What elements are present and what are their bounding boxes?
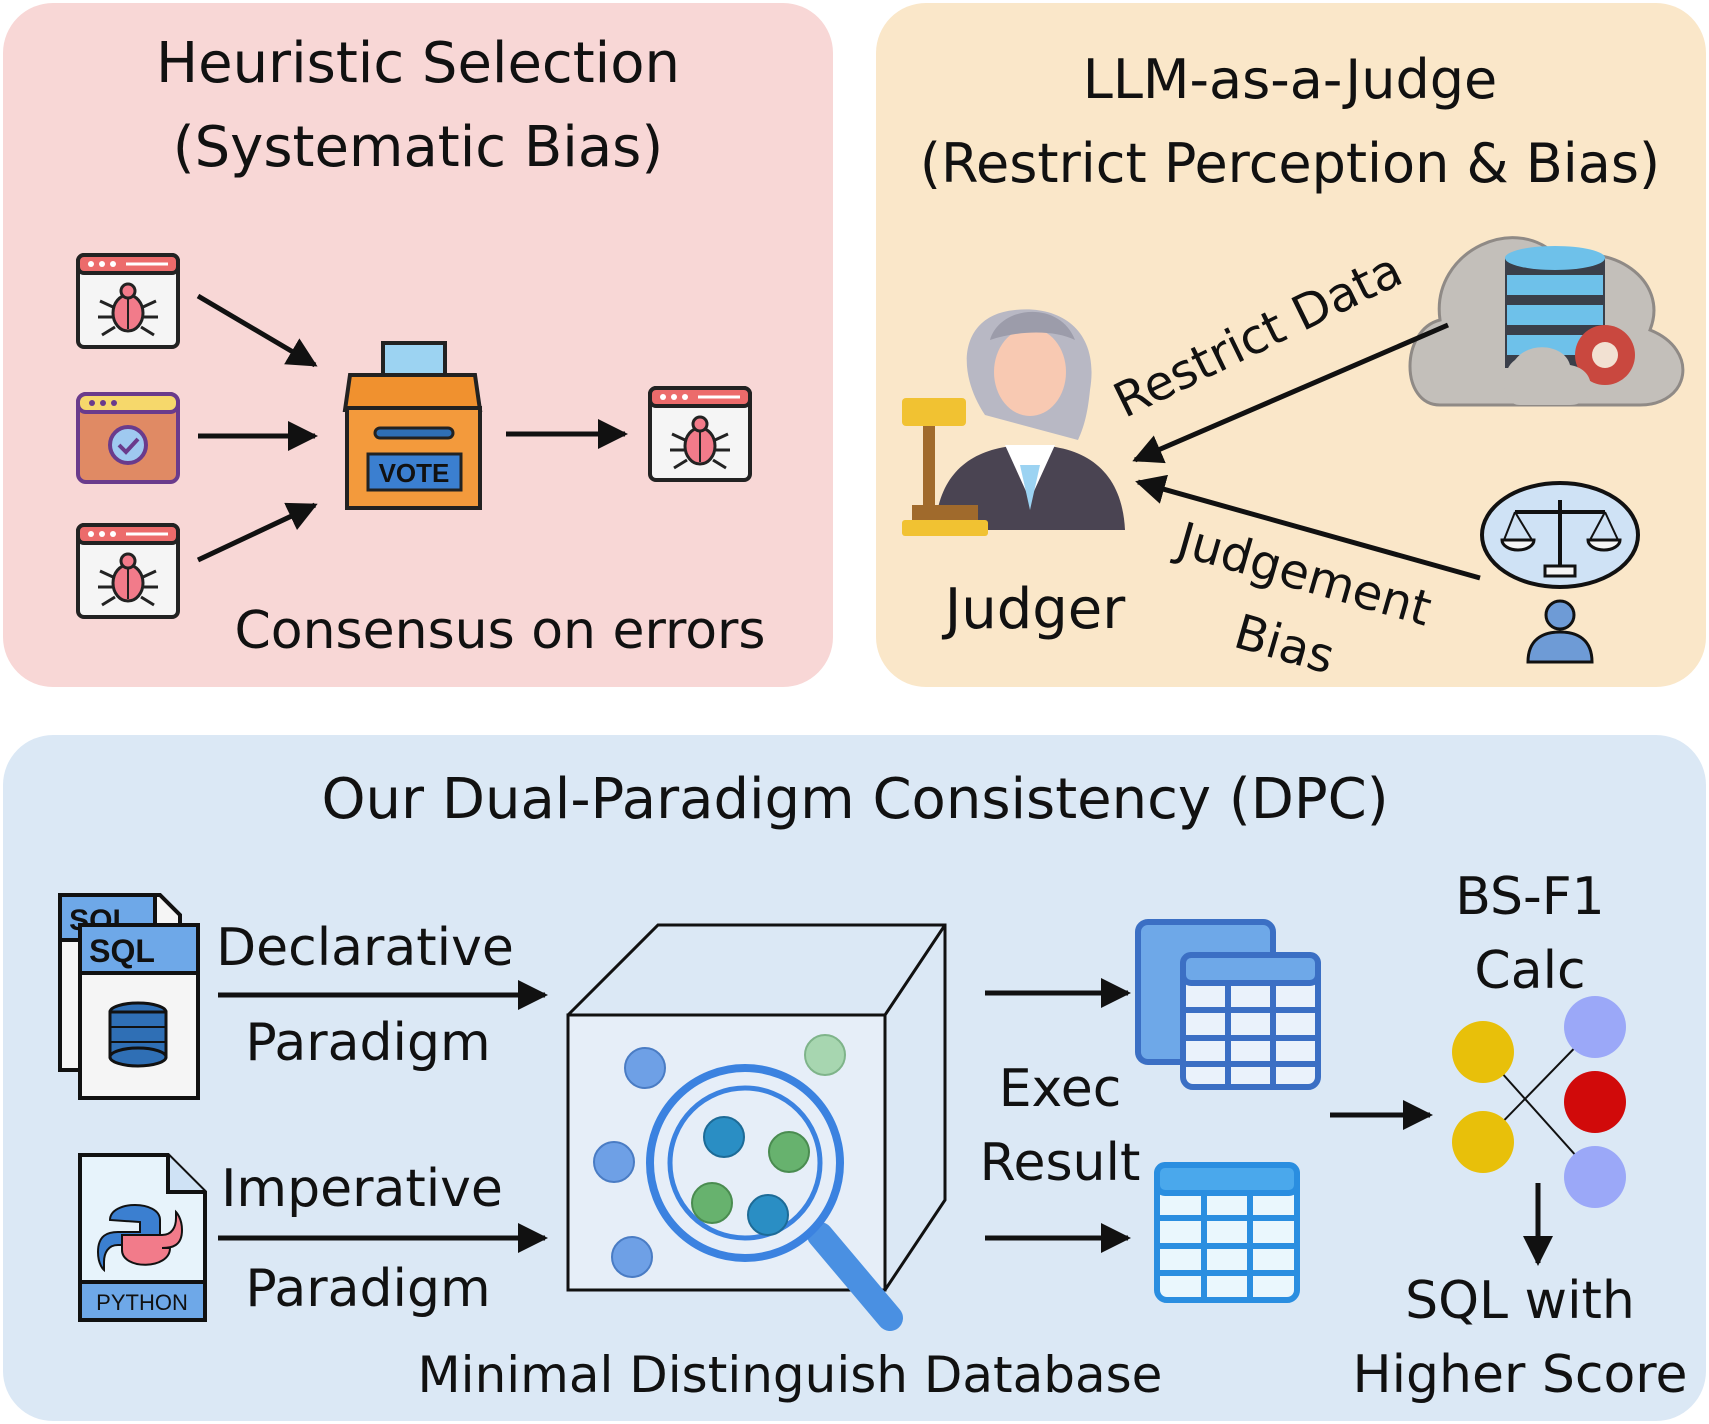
judge-title-line2: (Restrict Perception & Bias): [920, 132, 1660, 195]
bug-window-icon: [76, 523, 180, 619]
python-tag: PYTHON: [96, 1290, 188, 1315]
heuristic-title-line2: (Systematic Bias): [173, 115, 663, 180]
ballot-box-icon: VOTE: [342, 341, 483, 510]
matching-graph-icon: [1452, 996, 1626, 1208]
magnifier-icon: [646, 1064, 903, 1331]
arrow-bug2-to-ballot: [196, 502, 318, 563]
check-window-icon: [76, 392, 180, 484]
bug-window-icon: [76, 253, 180, 349]
ballot-label: VOTE: [379, 458, 450, 488]
exec-label-line2: Result: [980, 1133, 1141, 1193]
match-node: [1452, 1111, 1514, 1173]
data-point: [747, 1194, 789, 1236]
heuristic-panel: Heuristic Selection (Systematic Bias) VO…: [3, 3, 833, 687]
heuristic-title-line1: Heuristic Selection: [156, 31, 680, 96]
result-label-line2: Higher Score: [1352, 1345, 1687, 1405]
result-label-line1: SQL with: [1405, 1271, 1635, 1331]
database-caption: Minimal Distinguish Database: [418, 1346, 1163, 1404]
data-point: [703, 1116, 745, 1158]
judge-icon: [902, 309, 1125, 536]
restrict-data-arrow: [1132, 322, 1449, 464]
declarative-label-line2: Paradigm: [245, 1013, 490, 1073]
scales-person-icon: [1480, 481, 1640, 664]
cloud-database-icon: [1408, 236, 1685, 407]
imperative-label-line2: Paradigm: [245, 1259, 490, 1319]
data-point: [768, 1131, 810, 1173]
arrow-bug1-to-ballot: [196, 293, 318, 368]
judge-title-line1: LLM-as-a-Judge: [1083, 48, 1497, 111]
data-point: [624, 1047, 666, 1089]
metric-label-line1: BS-F1: [1455, 867, 1605, 927]
dpc-panel: Our Dual-Paradigm Consistency (DPC) SQL …: [3, 735, 1706, 1421]
dpc-title: Our Dual-Paradigm Consistency (DPC): [321, 767, 1388, 832]
match-node: [1564, 1071, 1626, 1133]
bug-window-icon: [648, 386, 752, 482]
match-node: [1564, 1146, 1626, 1208]
judger-label: Judger: [942, 577, 1127, 642]
declarative-label-line1: Declarative: [216, 918, 514, 978]
heuristic-caption: Consensus on errors: [234, 601, 765, 661]
data-point: [593, 1141, 635, 1183]
judge-panel: LLM-as-a-Judge (Restrict Perception & Bi…: [876, 3, 1706, 687]
table-icon: [1154, 1162, 1300, 1303]
match-node: [1452, 1021, 1514, 1083]
sql-tag-front: SQL: [89, 933, 155, 969]
exec-label-line1: Exec: [999, 1059, 1122, 1119]
data-point: [691, 1182, 733, 1224]
data-point: [611, 1236, 653, 1278]
judgement-bias-arrow: [1135, 474, 1481, 581]
python-file-icon: PYTHON: [78, 1153, 207, 1322]
table-stack-icon: [1135, 919, 1321, 1090]
metric-label-line2: Calc: [1474, 941, 1585, 1001]
data-point: [804, 1034, 846, 1076]
imperative-label-line1: Imperative: [221, 1159, 503, 1219]
sql-file-icon: SQL SQL: [58, 893, 200, 1100]
match-node: [1564, 996, 1626, 1058]
